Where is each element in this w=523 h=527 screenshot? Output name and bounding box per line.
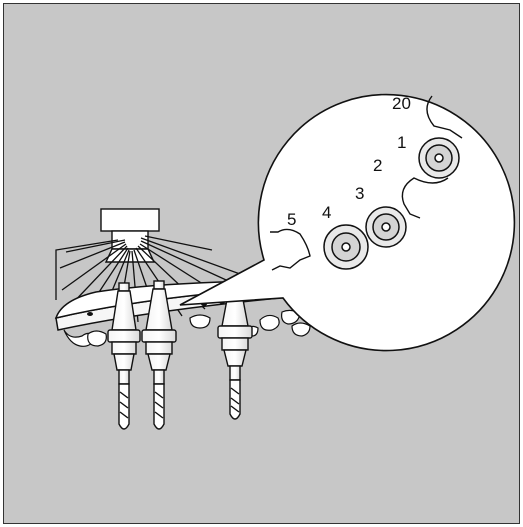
pocket-label-20: 20 [392, 94, 411, 113]
pocket-label-4: 4 [322, 203, 331, 222]
tool-disc-1 [419, 138, 459, 178]
pocket-label-2: 2 [373, 156, 382, 175]
pocket-label-5: 5 [287, 210, 296, 229]
tool-disc-3 [366, 207, 406, 247]
pocket-label-3: 3 [355, 184, 364, 203]
pocket-label-1: 1 [397, 133, 406, 152]
tool-disc-4 [324, 225, 368, 269]
